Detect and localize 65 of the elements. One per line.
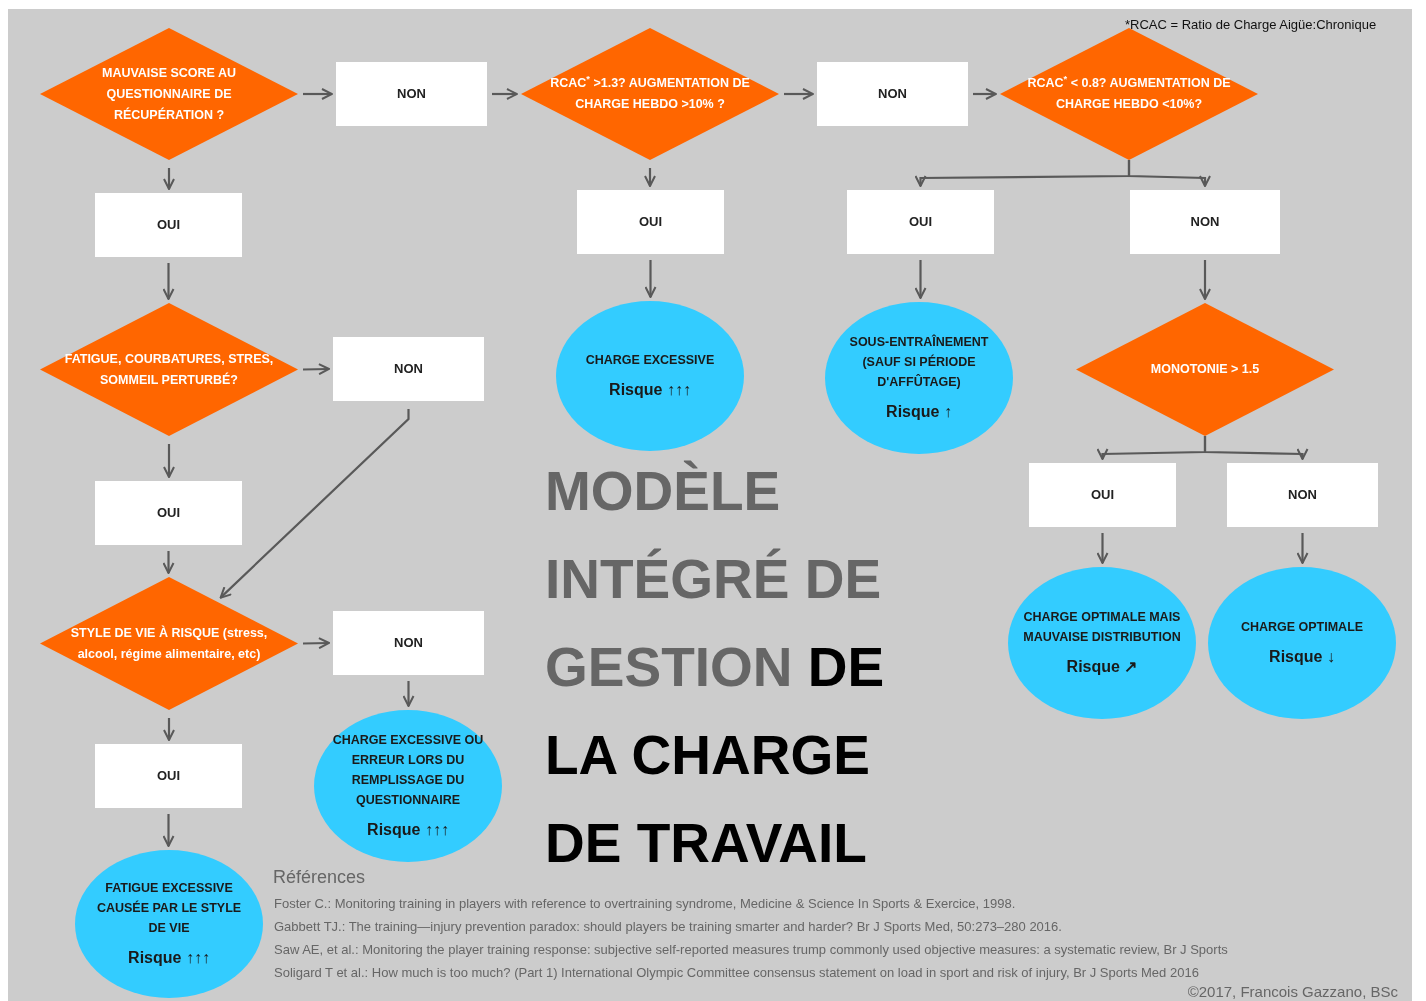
outcome-text: FATIGUE EXCESSIVE CAUSÉE PAR LE STYLE DE VIE xyxy=(95,880,243,937)
arrow xyxy=(162,263,175,300)
reference-text: Gabbett TJ.: The training—injury prevention paradox: should players be training smarter and harder? Br J Sports Med, 50:273–280 2016. xyxy=(274,918,1062,936)
answer-box: NON xyxy=(817,62,968,126)
outcome-text: CHARGE OPTIMALE MAIS MAUVAISE DISTRIBUTION xyxy=(1022,609,1182,646)
decision-diamond xyxy=(521,28,779,160)
answer-box: NON xyxy=(336,62,487,126)
answer-box: OUI xyxy=(95,481,242,545)
answer-box: NON xyxy=(333,337,484,401)
decision-diamond xyxy=(40,303,298,436)
footnote: *RCAC = Ratio de Charge Aigüe:Chronique xyxy=(1125,16,1377,34)
reference-text: Saw AE, et al.: Monitoring the player training response: subjective self-reported measures trump commonly used objective measures: a systematic review, Br J Sports xyxy=(274,941,1228,959)
references-heading: Références xyxy=(273,866,366,889)
arrow xyxy=(973,88,997,100)
arrow xyxy=(163,444,175,478)
decision-diamond xyxy=(40,28,298,160)
arrow xyxy=(163,718,175,741)
risk-text: Risque ↑ xyxy=(886,402,952,422)
answer-box: NON xyxy=(333,611,484,675)
arrow xyxy=(784,88,814,100)
arrow xyxy=(303,88,333,100)
decision-text: RCAC$^{*}$ < 0.8? AUGMENTATION DE CHARGE HEBDO <10%? xyxy=(1026,73,1232,113)
arrow xyxy=(162,551,175,574)
arrow xyxy=(644,260,657,298)
decision-text: RCAC$^{*}$ >1.3? AUGMENTATION DE CHARGE HEBDO >10% ? xyxy=(549,73,751,113)
risk-text: Risque ↑↑↑ xyxy=(128,948,210,968)
arrow xyxy=(914,260,927,299)
arrow xyxy=(402,681,415,707)
arrow xyxy=(162,814,175,847)
risk-text: Risque ↓ xyxy=(1269,647,1335,667)
arrow xyxy=(1096,533,1109,564)
arrow xyxy=(644,168,656,187)
answer-box: OUI xyxy=(95,193,242,257)
arrow xyxy=(1127,160,1211,187)
answer-box: NON xyxy=(1130,190,1280,254)
decision-diamond xyxy=(1076,303,1334,436)
risk-text: Risque ↗ xyxy=(1066,657,1138,677)
outcome-text: CHARGE OPTIMALE xyxy=(1240,619,1364,636)
reference-text: Soligard T et al.: How much is too much? (Part 1) International Olympic Committee consensus statement on load in sport and risk of injury, Br J Sports Med 2016 xyxy=(274,964,1199,982)
decision-diamond xyxy=(40,577,298,710)
copyright-text: ©2017, Francois Gazzano, BSc xyxy=(1187,982,1398,1001)
arrow xyxy=(302,363,330,376)
answer-box: OUI xyxy=(1029,463,1176,527)
answer-box: NON xyxy=(1227,463,1378,527)
risk-text: Risque ↑↑↑ xyxy=(367,820,449,840)
outcome-text: CHARGE EXCESSIVE OU ERREUR LORS DU REMPLISSAGE DU QUESTIONNAIRE xyxy=(331,732,485,809)
decision-text: STYLE DE VIE À RISQUE (stress, alcool, régime alimentaire, etc) xyxy=(69,624,269,663)
arrow xyxy=(302,637,330,650)
arrow xyxy=(492,88,518,100)
answer-box: OUI xyxy=(95,744,242,808)
outcome-text: CHARGE EXCESSIVE xyxy=(585,352,715,369)
decision-text: FATIGUE, COURBATURES, STRES, SOMMEIL PERTURBÉ? xyxy=(63,350,275,389)
arrow xyxy=(219,409,410,599)
answer-box: OUI xyxy=(847,190,994,254)
risk-text: Risque ↑↑↑ xyxy=(609,380,691,400)
arrow xyxy=(1296,533,1309,564)
outcome-text: SOUS-ENTRAÎNEMENT (SAUF SI PÉRIODE D'AFFÛTAGE) xyxy=(848,333,990,391)
title: MODÈLE INTÉGRÉ DE GESTION DE LA CHARGE DE TRAVAIL xyxy=(545,459,886,876)
decision-text: MONOTONIE > 1.5 xyxy=(1149,361,1261,378)
arrow xyxy=(1199,260,1211,300)
decision-text: MAUVAISE SCORE AU QUESTIONNAIRE DE RÉCUPÉRATION ? xyxy=(100,64,237,124)
arrow xyxy=(163,168,175,190)
arrow xyxy=(1203,436,1309,460)
answer-box: OUI xyxy=(577,190,724,254)
reference-text: Foster C.: Monitoring training in players with reference to overtraining syndrome, Medicine & Science In Sports & Exercice, 1998. xyxy=(274,895,1016,913)
